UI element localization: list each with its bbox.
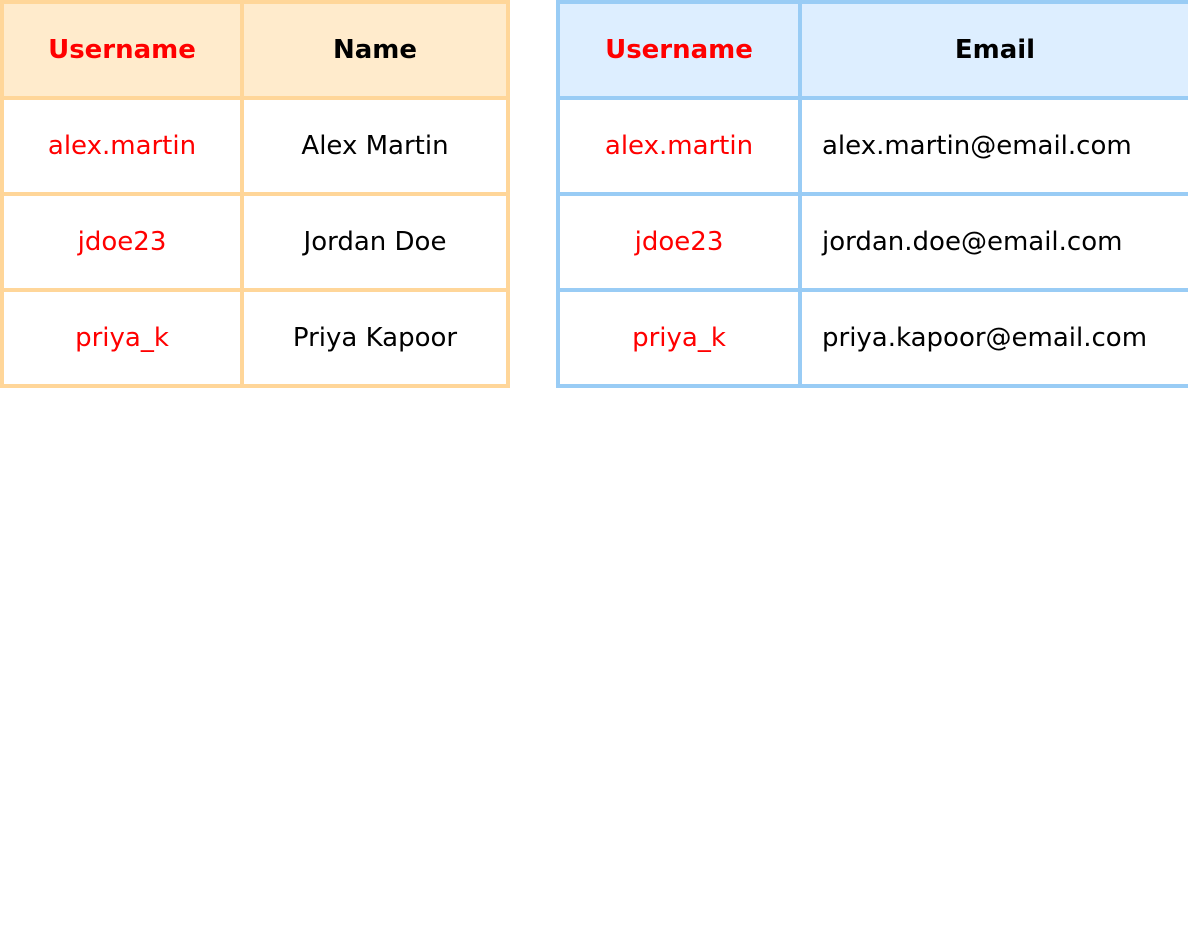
- name-cell: Alex Martin: [240, 96, 510, 196]
- table-row: jdoe23 jordan.doe@email.com: [556, 192, 1188, 292]
- name-cell: Priya Kapoor: [240, 288, 510, 388]
- table-row: jdoe23 Jordan Doe: [0, 192, 510, 292]
- table-row: alex.martin alex.martin@email.com: [556, 96, 1188, 196]
- email-cell: jordan.doe@email.com: [798, 192, 1188, 292]
- username-header: Username: [0, 0, 244, 100]
- username-cell: priya_k: [556, 288, 802, 388]
- table-header-row: Username Email: [556, 0, 1188, 100]
- name-header: Name: [240, 0, 510, 100]
- users-table: Username Name alex.martin Alex Martin jd…: [0, 0, 510, 388]
- email-cell: priya.kapoor@email.com: [798, 288, 1188, 388]
- name-cell: Jordan Doe: [240, 192, 510, 292]
- username-cell: alex.martin: [0, 96, 244, 196]
- table-row: alex.martin Alex Martin: [0, 96, 510, 196]
- username-header: Username: [556, 0, 802, 100]
- email-cell: alex.martin@email.com: [798, 96, 1188, 196]
- table-row: priya_k priya.kapoor@email.com: [556, 288, 1188, 388]
- table-header-row: Username Name: [0, 0, 510, 100]
- username-cell: alex.martin: [556, 96, 802, 196]
- username-cell: jdoe23: [556, 192, 802, 292]
- table-row: priya_k Priya Kapoor: [0, 288, 510, 388]
- username-cell: jdoe23: [0, 192, 244, 292]
- email-header: Email: [798, 0, 1188, 100]
- emails-table: Username Email alex.martin alex.martin@e…: [556, 0, 1188, 388]
- username-cell: priya_k: [0, 288, 244, 388]
